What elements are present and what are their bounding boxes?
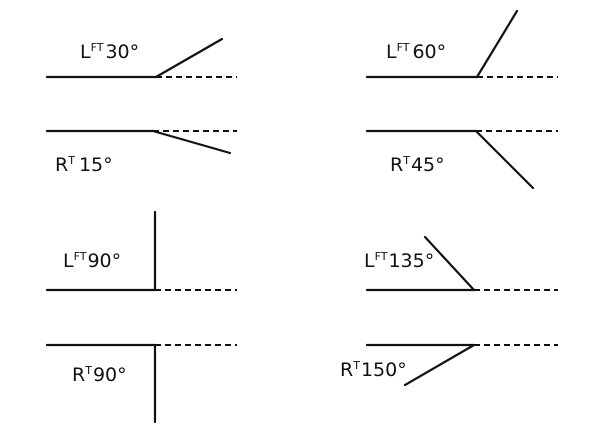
turn-direction-line: [151, 129, 232, 155]
angle-label: LFT135°: [364, 250, 434, 272]
angle-label: RT45°: [390, 154, 445, 176]
turn-direction-line: [475, 9, 519, 79]
turn-diagram-left-135: LFT135°: [364, 235, 558, 292]
turn-diagram-right-90: RT90°: [45, 343, 237, 424]
turn-direction-line: [474, 129, 535, 190]
turn-diagram-right-45: RT45°: [365, 129, 558, 190]
turn-direction-line: [423, 235, 476, 292]
turn-direction-line: [154, 37, 224, 79]
angle-label: RT90°: [72, 364, 127, 386]
turn-direction-line: [403, 343, 476, 387]
turn-diagram-left-90: LFT90°: [45, 210, 237, 292]
angle-label: RT150°: [340, 359, 407, 381]
angle-label: LFT90°: [63, 250, 121, 272]
turn-diagram-right-150: RT150°: [340, 343, 558, 387]
